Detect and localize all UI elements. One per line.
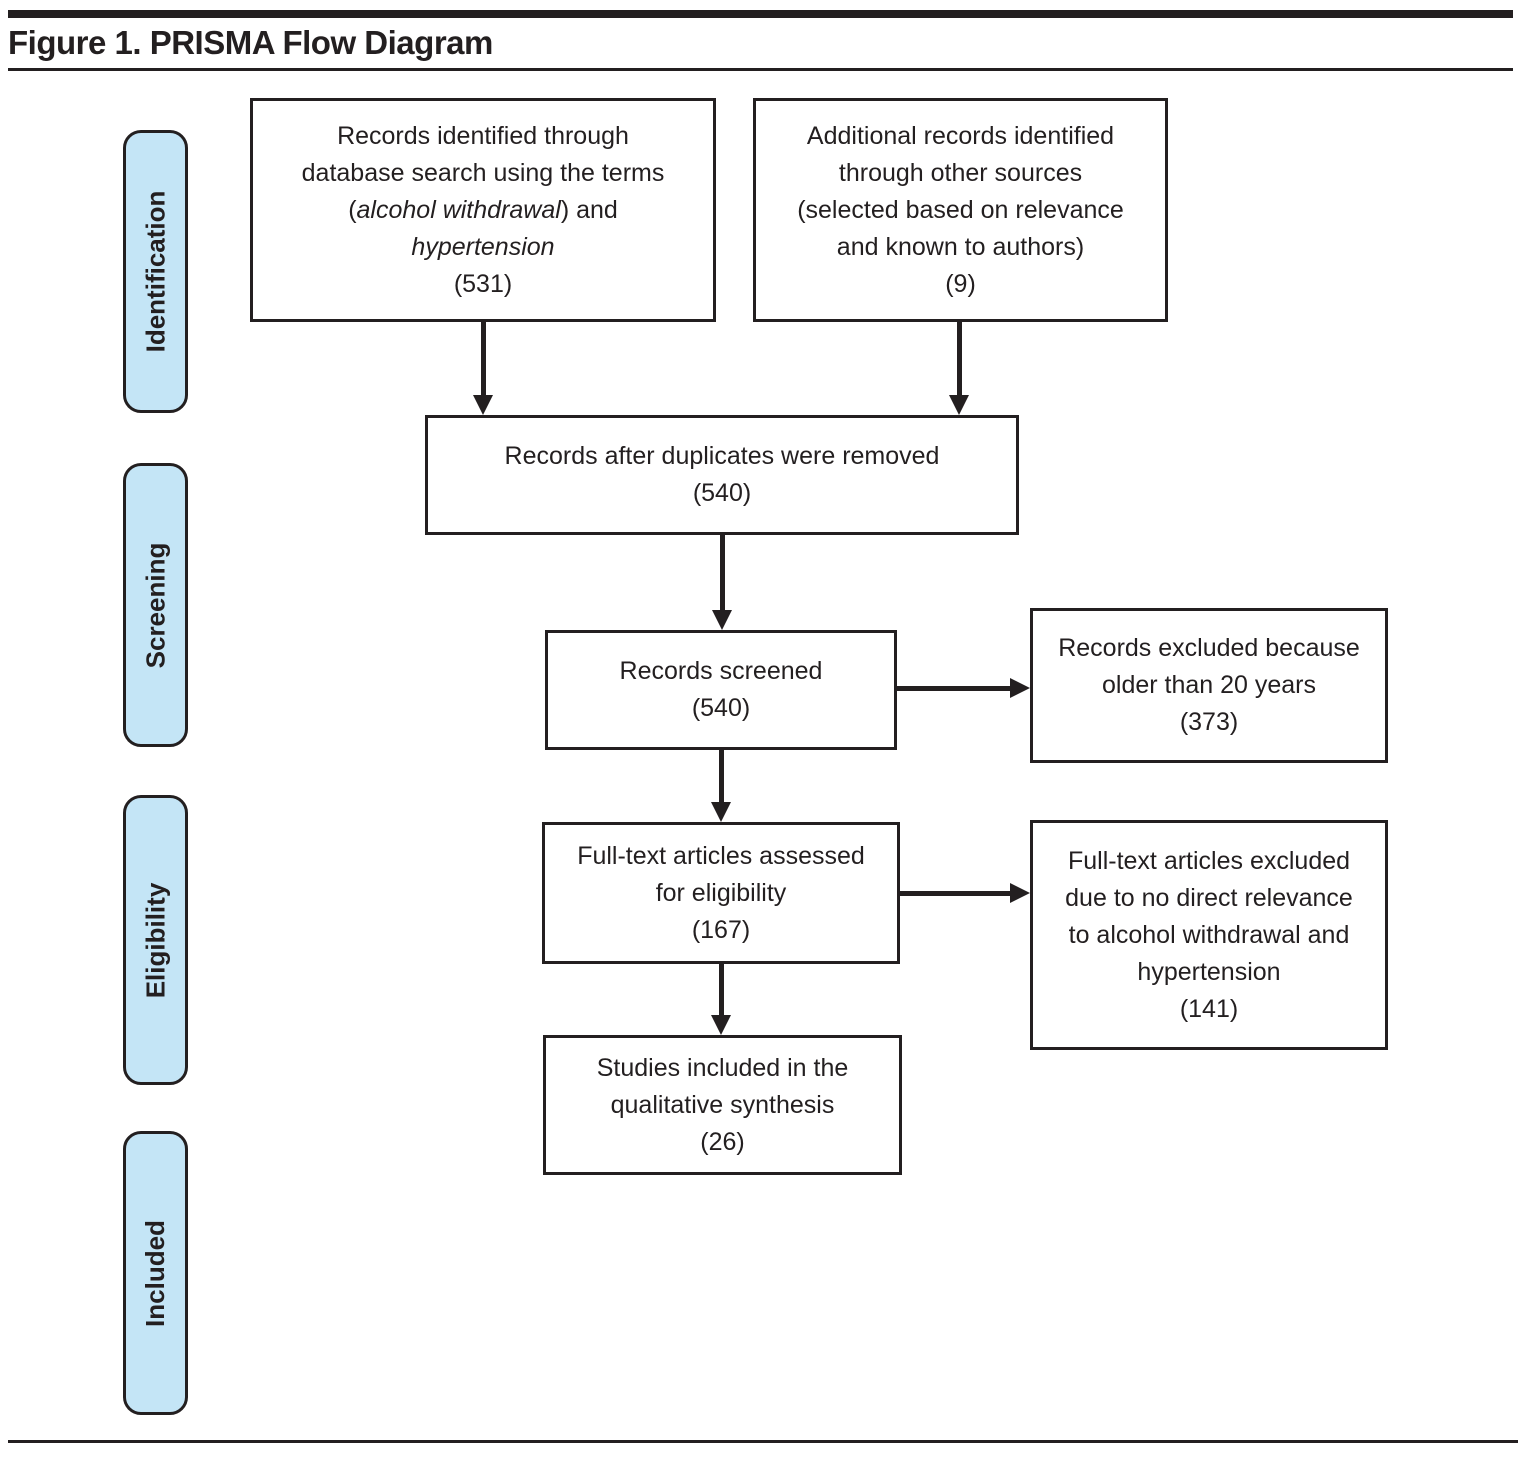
title-underline-rule [8,68,1513,71]
arrow-right-icon [1010,678,1030,698]
box-records-screened: Records screened(540) [545,630,897,750]
stage-included-label: Included [140,1219,170,1327]
stage-eligibility: Eligibility [123,795,188,1085]
arrow-right-icon [1010,883,1030,903]
arrow-down-icon [712,610,732,630]
arrow-down-icon [473,395,493,415]
arrow-duplicates-to-screened [712,535,732,630]
stage-screening-label: Screening [140,542,170,668]
stage-identification-label: Identification [140,190,170,353]
arrow-screened-to-fulltext [711,750,731,822]
arrow-shaft [956,322,962,395]
arrow-down-icon [711,802,731,822]
arrow-down-icon [949,395,969,415]
arrow-screened-to-excluded [897,678,1030,698]
stage-eligibility-label: Eligibility [140,882,171,998]
box-duplicates-removed: Records after duplicates were removed(54… [425,415,1019,535]
bottom-rule-bar [8,1440,1518,1443]
arrow-shaft [897,685,1010,691]
arrow-shaft [718,964,724,1015]
stage-identification: Identification [123,130,188,413]
top-rule-bar [8,10,1513,18]
arrow-shaft [900,890,1010,896]
stage-screening: Screening [123,463,188,747]
arrow-identified-to-duplicates [473,322,493,415]
stage-included: Included [123,1131,188,1415]
arrow-fulltext-to-excluded [900,883,1030,903]
arrow-shaft [480,322,486,395]
arrow-additional-to-duplicates [949,322,969,415]
arrow-shaft [719,535,725,610]
arrow-shaft [718,750,724,802]
arrow-fulltext-to-included [711,964,731,1035]
figure-title: Figure 1. PRISMA Flow Diagram [8,24,493,61]
arrow-down-icon [711,1015,731,1035]
